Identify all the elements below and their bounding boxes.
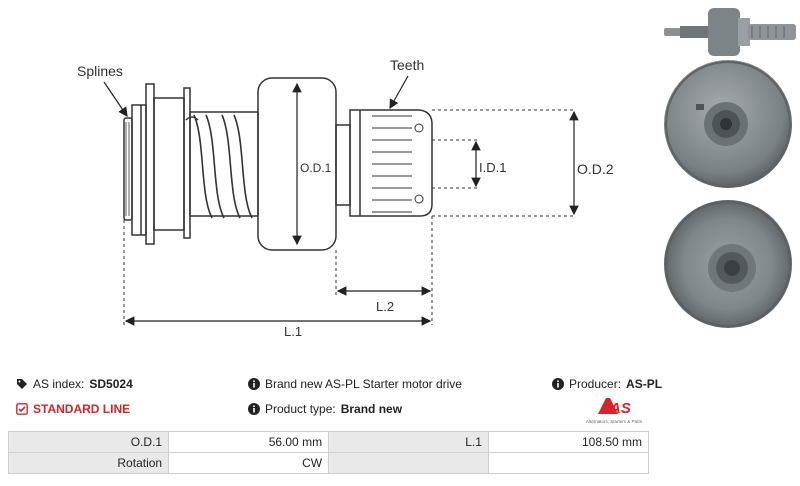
spec-label (328, 452, 489, 474)
table-row: O.D.1 56.00 mm L.1 108.50 mm (7, 431, 650, 453)
teeth-label: Teeth (390, 57, 424, 73)
spec-label: Rotation (7, 452, 170, 474)
product-photo-side (664, 8, 796, 56)
producer-label: Producer: (569, 377, 622, 391)
teeth-leader (389, 75, 409, 110)
as-pl-logo: AS Alternators, Starters & Parts (586, 398, 643, 424)
product-photo-back (664, 200, 792, 328)
description-text: Brand new AS-PL Starter motor drive (265, 377, 462, 391)
info-icon (248, 403, 260, 415)
spec-value: 56.00 mm (168, 431, 330, 453)
spec-label: O.D.1 (7, 431, 170, 453)
info-icon (552, 378, 564, 390)
as-index-label: AS index: (33, 377, 85, 391)
producer-row: Producer: AS-PL (552, 377, 662, 391)
product-type-label: Product type: (265, 402, 336, 416)
spec-value (487, 452, 650, 474)
dimension-arrows (103, 75, 579, 326)
standard-line-label: STANDARD LINE (33, 402, 131, 416)
product-type-row: Product type: Brand new (248, 402, 402, 416)
spec-value: CW (168, 452, 330, 474)
standard-line-row: STANDARD LINE (16, 402, 130, 416)
technical-drawing: Splines Teeth O.D.1 I.D.1 O.D.2 L.2 L.1 (77, 8, 796, 339)
as-index-value: SD5024 (89, 377, 133, 391)
l1-label: L.1 (284, 324, 302, 339)
od1-label: O.D.1 (300, 161, 332, 175)
tags-icon (17, 379, 27, 389)
drive-outline (123, 77, 433, 251)
description-row: Brand new AS-PL Starter motor drive (248, 377, 462, 391)
splines-label: Splines (77, 63, 123, 79)
id1-label: I.D.1 (479, 160, 506, 175)
as-index-row: AS index: SD5024 (16, 377, 133, 391)
spec-label: L.1 (328, 431, 489, 453)
splines-leader (103, 81, 128, 117)
table-row: Rotation CW (7, 452, 650, 474)
specs-table: O.D.1 56.00 mm L.1 108.50 mm Rotation CW (7, 431, 650, 474)
logo-tagline: Alternators, Starters & Parts (586, 419, 643, 424)
product-type-value: Brand new (340, 402, 403, 416)
spec-value: 108.50 mm (487, 431, 650, 453)
info-icon (248, 378, 260, 390)
producer-value: AS-PL (626, 377, 663, 391)
extension-lines (123, 109, 576, 325)
l2-label: L.2 (376, 299, 394, 314)
logo-text: AS (609, 400, 631, 417)
check-square-icon (16, 403, 28, 415)
product-photo-front (664, 60, 792, 188)
od2-label: O.D.2 (577, 161, 614, 177)
